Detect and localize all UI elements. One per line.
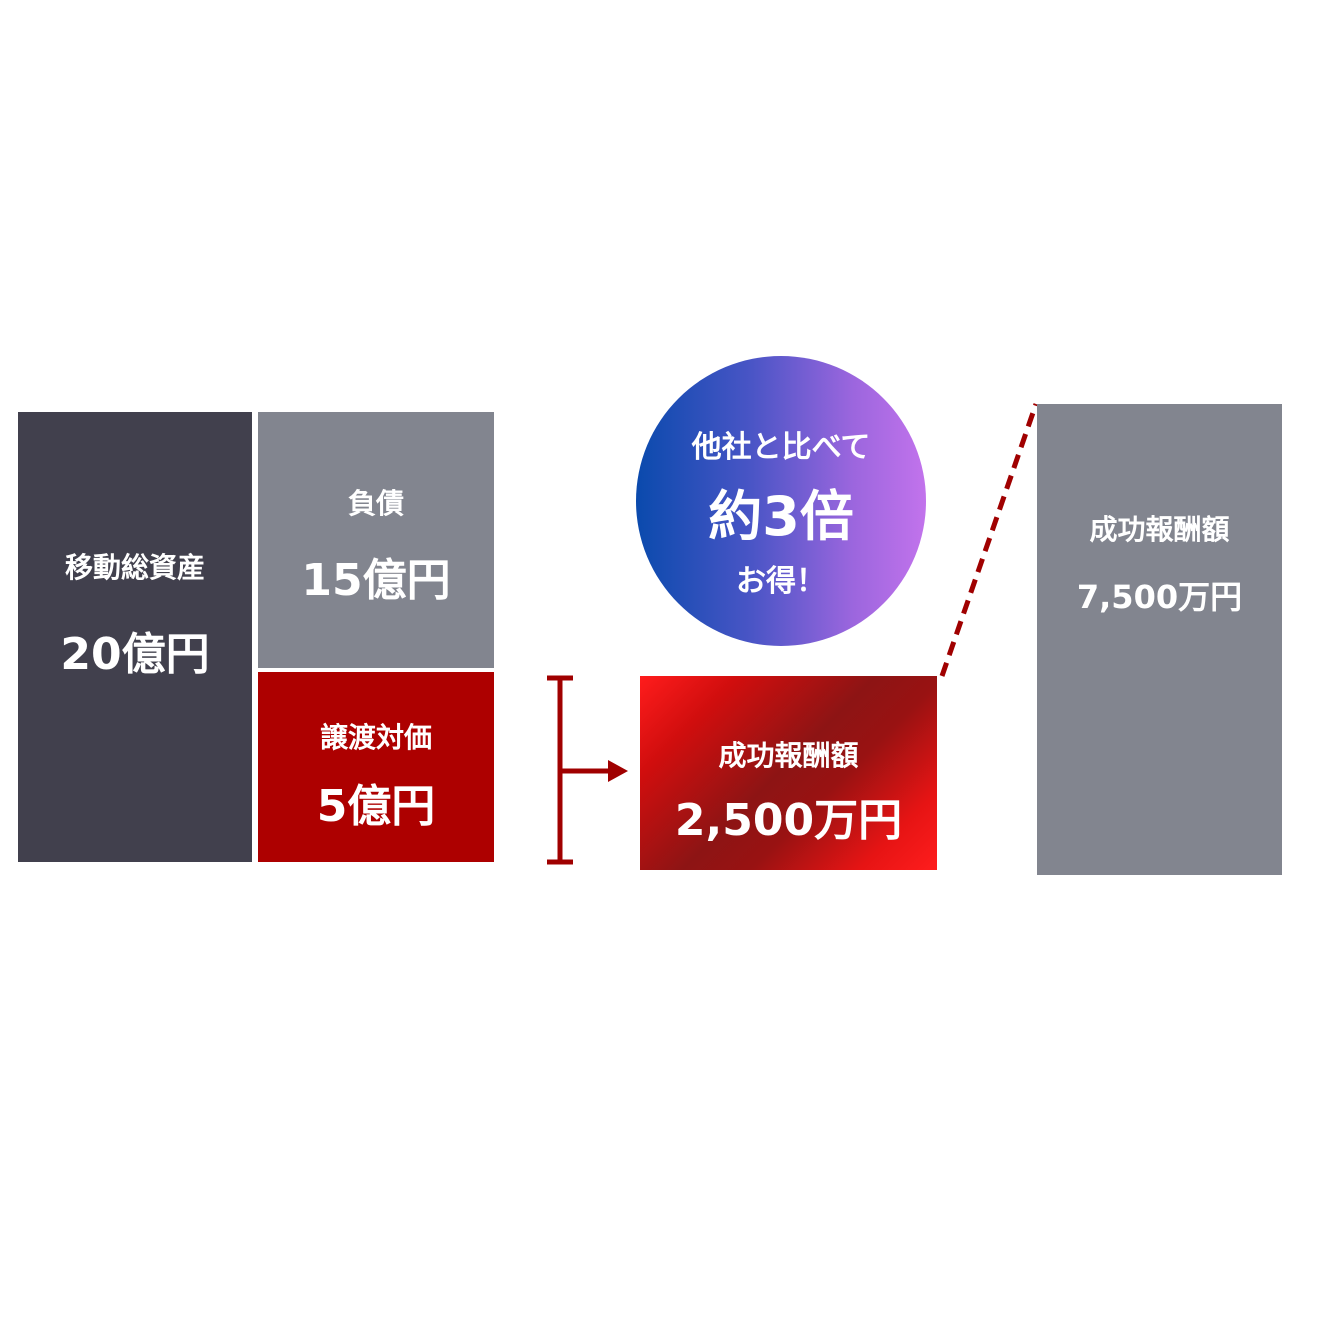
transfer-price-tile: 譲渡対価 5億円 [256,670,496,864]
total-assets-value: 20億円 [60,629,210,680]
badge-line-multiplier: 約3倍 [708,485,854,548]
other-fee-value: 7,500万円 [1076,578,1243,616]
dashed-connector [939,403,1039,677]
total-assets-tile: 移動総資産 20億円 [16,410,254,864]
transfer-price-value: 5億円 [316,781,436,832]
liabilities-tile: 負債 15億円 [256,410,496,670]
bracket-arrow [547,675,628,865]
our-fee-tile: 成功報酬額 2,500万円 [640,676,937,870]
badge-line-compare: 他社と比べて [691,430,871,465]
our-fee-label: 成功報酬額 [718,739,859,772]
badge-line-deal: お得！ [736,564,826,599]
total-assets-label: 移動総資産 [64,551,205,584]
transfer-price-label: 譲渡対価 [319,721,432,754]
other-fee-tile: 成功報酬額 7,500万円 [1037,404,1282,875]
liabilities-value: 15億円 [301,555,451,606]
liabilities-label: 負債 [347,487,404,520]
savings-badge: 他社と比べて 約3倍 お得！ [636,356,926,646]
arrow-head-icon [608,760,628,782]
other-fee-label: 成功報酬額 [1089,513,1230,546]
our-fee-value: 2,500万円 [674,795,903,846]
